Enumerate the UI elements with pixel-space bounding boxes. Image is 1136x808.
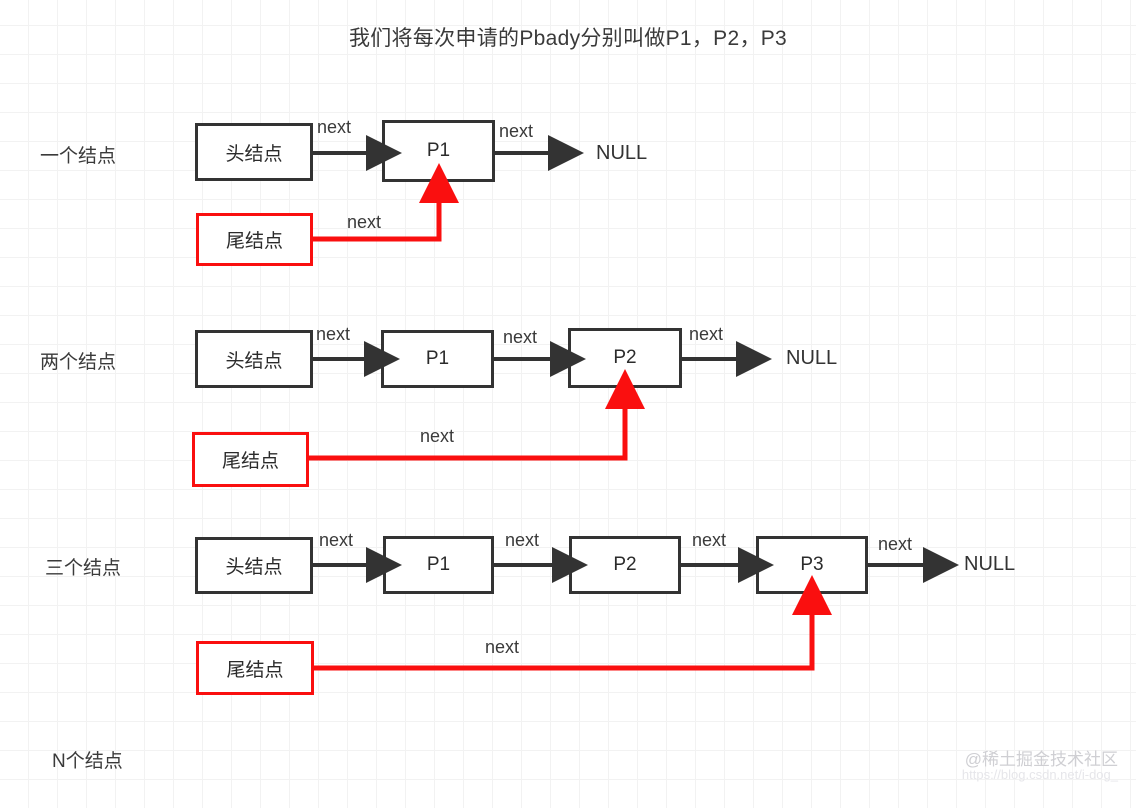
edge-label-tail-row1: next <box>347 212 382 232</box>
row-label-one-node: 一个结点 <box>40 146 117 167</box>
edge-label-p3-to-null-row3: next <box>878 534 913 554</box>
node-head-row2: 头结点 <box>195 330 313 388</box>
node-p2-row2: P2 <box>568 328 682 388</box>
row-label-n-nodes: N个结点 <box>52 751 123 772</box>
node-tail-row2: 尾结点 <box>192 432 309 487</box>
node-p1-row2: P1 <box>381 330 494 388</box>
watermark: @稀土掘金技术社区 https://blog.csdn.net/i-dog_ <box>962 745 1118 782</box>
null-label-row2: NULL <box>786 347 838 369</box>
edge-label-tail-row2: next <box>420 426 455 446</box>
row-label-three-nodes: 三个结点 <box>45 558 122 579</box>
null-label-row1: NULL <box>596 142 648 164</box>
node-p1-row1: P1 <box>382 120 495 182</box>
edge-label-p1-to-p2-row3: next <box>505 530 540 550</box>
node-p1-row3: P1 <box>383 536 494 594</box>
node-head-row1: 头结点 <box>195 123 313 181</box>
edge-label-head-to-p1-row3: next <box>319 530 354 550</box>
edge-label-head-to-p1-row2: next <box>316 324 351 344</box>
null-label-row3: NULL <box>964 553 1016 575</box>
node-tail-row3: 尾结点 <box>196 641 314 695</box>
edge-label-p1-to-null-row1: next <box>499 121 534 141</box>
node-tail-row1: 尾结点 <box>196 213 313 266</box>
watermark-main: @稀土掘金技术社区 <box>964 750 1118 769</box>
page-title: 我们将每次申请的Pbady分别叫做P1，P2，P3 <box>348 27 788 50</box>
watermark-sub: https://blog.csdn.net/i-dog_ <box>961 767 1118 782</box>
edge-label-p2-to-null-row2: next <box>689 324 724 344</box>
edge-label-head-to-p1-row1: next <box>317 117 352 137</box>
node-p2-row3: P2 <box>569 536 681 594</box>
arrow-tail-to-p2-row2 <box>309 369 645 461</box>
edge-label-p2-to-p3-row3: next <box>692 530 727 550</box>
row-label-two-nodes: 两个结点 <box>40 352 117 373</box>
edge-label-tail-row3: next <box>485 637 520 657</box>
edge-label-p1-to-p2-row2: next <box>503 327 538 347</box>
node-head-row3: 头结点 <box>195 537 313 594</box>
node-p3-row3: P3 <box>756 536 868 594</box>
arrow-tail-to-p3-row3 <box>314 575 832 671</box>
